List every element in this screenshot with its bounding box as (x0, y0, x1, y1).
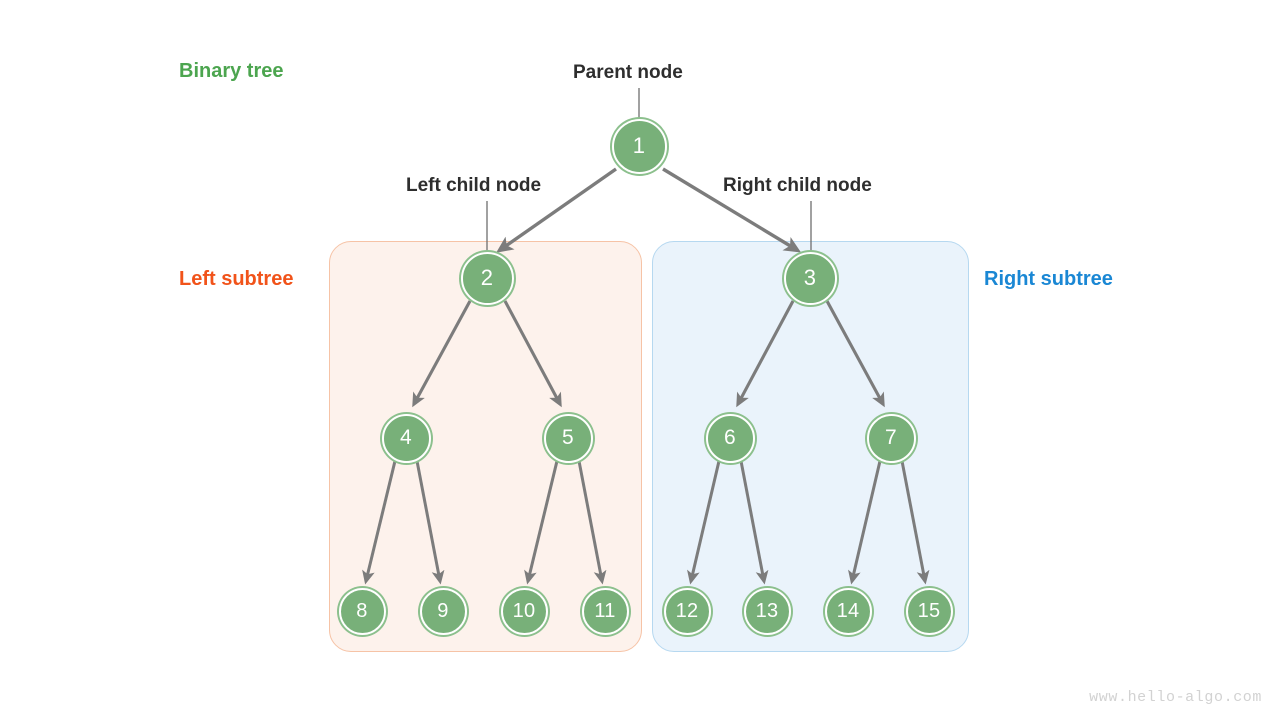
edge-1-2 (496, 167, 617, 253)
edge-5-11 (577, 460, 607, 585)
tree-node-15[interactable]: 15 (905, 587, 953, 635)
callout-left-child-node: Left child node (406, 175, 542, 196)
edge-3-7 (825, 300, 885, 408)
tree-node-9[interactable]: 9 (419, 587, 467, 635)
left-subtree-label: Left subtree (179, 268, 294, 290)
tree-node-2[interactable]: 2 (460, 251, 514, 305)
edge-4-9 (415, 460, 445, 585)
edge-6-12 (687, 460, 721, 585)
edge-3-6 (736, 300, 795, 408)
right-subtree-region (652, 241, 969, 652)
tree-node-13[interactable]: 13 (743, 587, 791, 635)
tree-node-5[interactable]: 5 (543, 413, 593, 463)
tree-node-8[interactable]: 8 (338, 587, 386, 635)
edge-4-8 (362, 460, 397, 585)
edge-2-4 (412, 300, 472, 408)
tree-node-7[interactable]: 7 (866, 413, 916, 463)
edge-2-5 (503, 300, 562, 408)
tree-node-12[interactable]: 12 (663, 587, 711, 635)
page-title: Binary tree (179, 60, 284, 82)
tree-node-1[interactable]: 1 (611, 118, 667, 174)
watermark: www.hello-algo.com (1089, 689, 1262, 706)
tree-node-10[interactable]: 10 (500, 587, 548, 635)
edge-6-13 (739, 460, 769, 585)
tree-node-14[interactable]: 14 (824, 587, 872, 635)
edge-1-3 (662, 167, 802, 253)
tree-node-11[interactable]: 11 (581, 587, 629, 635)
callout-parent-node: Parent node (573, 62, 683, 83)
edge-7-15 (900, 460, 930, 585)
edge-5-10 (524, 460, 559, 585)
edge-7-14 (848, 460, 882, 585)
right-subtree-label: Right subtree (984, 268, 1113, 290)
tree-node-4[interactable]: 4 (381, 413, 431, 463)
tree-node-3[interactable]: 3 (783, 251, 837, 305)
tree-node-6[interactable]: 6 (705, 413, 755, 463)
callout-right-child-node: Right child node (723, 175, 872, 196)
